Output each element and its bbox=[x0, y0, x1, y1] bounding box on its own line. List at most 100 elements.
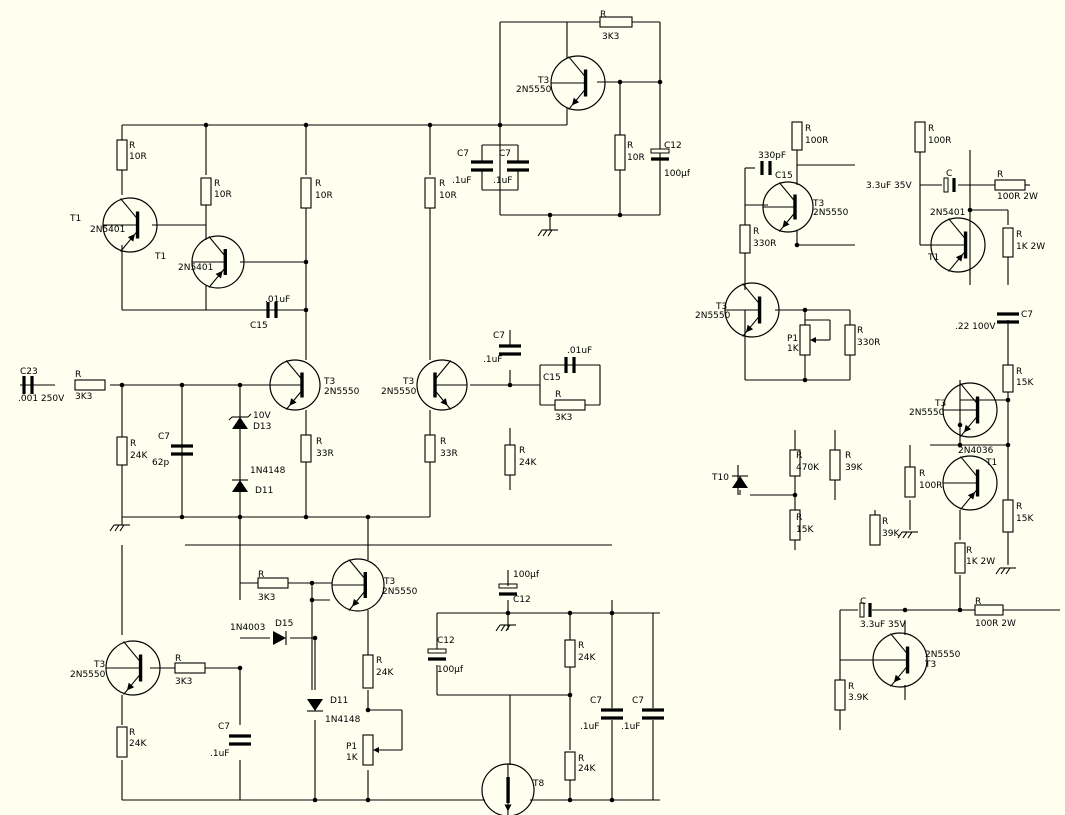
r_100r_b-name-label: R bbox=[928, 124, 934, 134]
r_33r_a-value-label: 33R bbox=[316, 449, 334, 459]
t3_right_c-name-label: T3 bbox=[934, 399, 946, 409]
ground-symbol bbox=[897, 531, 918, 539]
t1_right_b-value-label: 2N4036 bbox=[958, 446, 994, 456]
d11_low-name-label: D11 bbox=[330, 696, 348, 706]
r_t1_b-name-label: R bbox=[214, 179, 220, 189]
t3_right_d-value-label: 2N5550 bbox=[925, 650, 961, 660]
r_3k3_base-name-label: R bbox=[258, 570, 264, 580]
r_15k_a-name-label: R bbox=[1016, 367, 1022, 377]
c23-value-label: .001 250V bbox=[18, 394, 65, 404]
t3_right_b-name-label: T3 bbox=[715, 302, 727, 312]
r_t1_b-value-label: 10R bbox=[214, 190, 232, 200]
t3_mid_right-name-label: T3 bbox=[402, 377, 414, 387]
t3_low_mid-value-label: 2N5550 bbox=[382, 587, 418, 597]
t1_right-name-label: T1 bbox=[927, 253, 939, 263]
r_100r_c: R 100R bbox=[904, 466, 942, 498]
c15_left: C15.01uF bbox=[250, 295, 290, 331]
r_39k_b-name-label: R bbox=[845, 451, 851, 461]
r_1k_2w_a-value-label: 1K 2W bbox=[1016, 242, 1045, 252]
r_15k_c-value-label: 15K bbox=[796, 525, 814, 535]
r_100r_a-value-label: 100R bbox=[805, 136, 828, 146]
r_col-name-label: R bbox=[315, 179, 321, 189]
c15_right-name-label: C15 bbox=[775, 171, 793, 181]
r_15k_b-name-label: R bbox=[1016, 502, 1022, 512]
t1_right-value-label: 2N5401 bbox=[930, 208, 965, 218]
d11_low-value-label: 1N4148 bbox=[325, 715, 361, 725]
c15_mid-name-label: C15 bbox=[543, 373, 561, 383]
r_top_10r-value-label: 10R bbox=[627, 153, 645, 163]
r_33r_a: R 33R bbox=[300, 434, 334, 463]
r_100r_2w_b-value-label: 100R 2W bbox=[975, 619, 1016, 629]
c7_out_b-value-label: .1uF bbox=[621, 722, 640, 732]
c_33uf_b: C3.3uF 35V bbox=[859, 597, 907, 630]
c7_low-value-label: .1uF bbox=[210, 749, 229, 759]
wiring bbox=[20, 21, 1060, 801]
d13-value-label: 10V bbox=[253, 411, 271, 421]
d15-value-label: 1N4003 bbox=[230, 623, 265, 633]
r_3k3_mid-value-label: 3K3 bbox=[555, 413, 572, 423]
r_100r_a-name-label: R bbox=[805, 124, 811, 134]
ground-symbol bbox=[995, 567, 1016, 575]
c7_top_a: C7.1uF bbox=[452, 149, 493, 186]
ground-symbol bbox=[109, 524, 130, 532]
c7_top_b-name-label: C7 bbox=[499, 149, 511, 159]
c23: C23.001 250V bbox=[18, 367, 65, 404]
r_24k_a-name-label: R bbox=[130, 439, 136, 449]
r_33r_b-value-label: 33R bbox=[440, 449, 458, 459]
t3_right_a-value-label: 2N5550 bbox=[813, 208, 849, 218]
c7_right-value-label: .22 100V bbox=[955, 322, 996, 332]
r_33r_a-name-label: R bbox=[316, 437, 322, 447]
t8-name-label: T8 bbox=[532, 779, 544, 789]
p1_low-name-label: P1 bbox=[346, 742, 357, 752]
r_15k_a-value-label: 15K bbox=[1016, 378, 1034, 388]
r_39k_b-value-label: 39K bbox=[845, 463, 863, 473]
r_100r_2w_a-value-label: 100R 2W bbox=[997, 192, 1038, 202]
t8: T8 bbox=[481, 763, 544, 815]
t1_right: T1 2N5401 bbox=[927, 208, 986, 273]
c12_top-value-label: 100µf bbox=[664, 169, 691, 179]
p1_low-value-label: 1K bbox=[346, 753, 359, 763]
r_100r_c-name-label: R bbox=[919, 469, 925, 479]
r_top_3k3-name-label: R bbox=[600, 10, 606, 20]
r_100r_c-value-label: 100R bbox=[919, 481, 942, 491]
c7_top_b: C7 .1uF bbox=[493, 149, 529, 186]
r_24k_em-name-label: R bbox=[376, 656, 382, 666]
t3_low_left-name-label: T3 bbox=[93, 660, 105, 670]
t3_top-value-label: 2N5550 bbox=[516, 85, 552, 95]
c7_top_b-value-label: .1uF bbox=[493, 176, 512, 186]
junctions bbox=[119, 79, 1011, 803]
ground-symbol bbox=[537, 229, 558, 237]
r_t1_top-value-label: 10R bbox=[129, 152, 147, 162]
c7_mid-name-label: C7 bbox=[493, 331, 505, 341]
r_470k-name-label: R bbox=[796, 451, 802, 461]
c7_out_a: C7.1uF bbox=[580, 696, 623, 732]
c_33uf_b-name-label: C bbox=[860, 597, 866, 607]
